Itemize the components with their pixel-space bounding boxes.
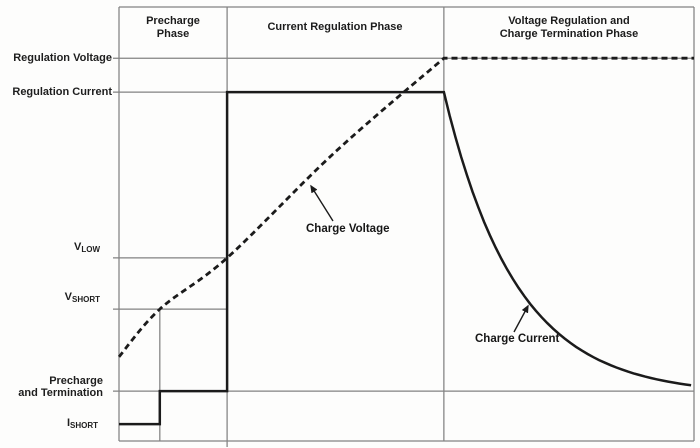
label-v-low-sub: LOW (81, 245, 100, 254)
label-i-short-sub: SHORT (70, 421, 98, 430)
series-charge-voltage (117, 56, 695, 358)
label-precharge-line2: and Termination (18, 387, 103, 399)
label-regulation-current: Regulation Current (12, 86, 112, 98)
label-precharge-and-termination: Precharge and Termination (18, 375, 103, 399)
label-v-short: VSHORT (65, 291, 100, 306)
label-v-low: VLOW (74, 241, 100, 256)
phase-header-current-regulation-line1: Current Regulation Phase (267, 21, 403, 33)
label-i-short-base: I (66, 417, 70, 429)
series-charge-current (119, 90, 692, 426)
label-v-short-sub: SHORT (72, 295, 100, 304)
phase-header-precharge-line2: Phase (156, 27, 190, 40)
phase-header-voltage-regulation-line1: Voltage Regulation and (508, 15, 630, 27)
phase-header-voltage-regulation: Voltage Regulation and Charge Terminatio… (479, 15, 659, 40)
phase-header-current-regulation: Current Regulation Phase (255, 21, 415, 34)
label-v-low-base: V (73, 241, 82, 253)
phase-header-voltage-regulation-line2: Charge Termination Phase (499, 27, 639, 40)
label-v-short-base: V (64, 291, 72, 303)
charge-current-arrow (513, 304, 529, 333)
phase-header-precharge-line1: Precharge (146, 15, 200, 27)
label-regulation-voltage: Regulation Voltage (13, 52, 112, 64)
label-precharge-line1: Precharge (49, 375, 103, 387)
label-i-short: ISHORT (67, 417, 98, 432)
charge-voltage-arrow (310, 184, 334, 222)
annotation-charge-current: Charge Current (475, 333, 560, 345)
phase-header-precharge: Precharge Phase (123, 15, 223, 40)
annotation-charge-voltage: Charge Voltage (306, 223, 390, 235)
